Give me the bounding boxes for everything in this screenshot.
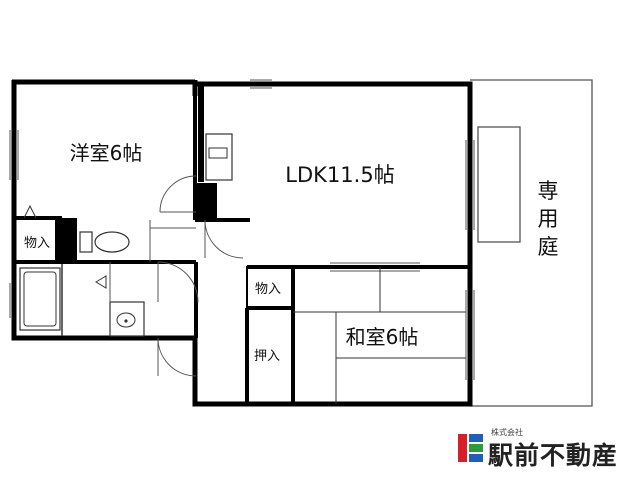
- bathtub: [19, 267, 61, 331]
- garden-char-3: 庭: [538, 235, 559, 259]
- company-logo-mark: [458, 434, 483, 462]
- door-swings: [149, 175, 244, 377]
- veranda-box: [477, 126, 521, 243]
- wall-columns: [55, 84, 217, 262]
- room-label-ldk: LDK11.5帖: [285, 163, 394, 187]
- storage-label-closet: 押入: [254, 349, 280, 364]
- washbasin: [109, 301, 145, 337]
- hall-storage-box: [246, 266, 294, 309]
- washbasin-bowl: [116, 312, 136, 328]
- toilet: [79, 231, 130, 253]
- garden-char-2: 用: [538, 207, 559, 231]
- company-type: 株式会社: [491, 428, 523, 437]
- storage-label-toilet: 物入: [24, 236, 50, 251]
- company-name: 駅前不動産: [488, 441, 619, 470]
- room-label-japanese: 和室6帖: [346, 325, 419, 349]
- outer-walls: [11, 79, 473, 407]
- kitchen-sink: [208, 147, 228, 159]
- bathtub-inner: [23, 271, 57, 327]
- tatami-lines: [293, 267, 466, 404]
- door-marker: [95, 275, 107, 289]
- storage-label-hall: 物入: [255, 282, 281, 297]
- garden-char-1: 専: [538, 179, 559, 203]
- washbasin-drain: [124, 319, 128, 323]
- windows: [9, 79, 475, 380]
- kitchen-counter: [205, 133, 233, 181]
- garden-outline: [470, 79, 593, 407]
- entrance-marker: [23, 204, 37, 219]
- room-label-western: 洋室6帖: [70, 141, 143, 165]
